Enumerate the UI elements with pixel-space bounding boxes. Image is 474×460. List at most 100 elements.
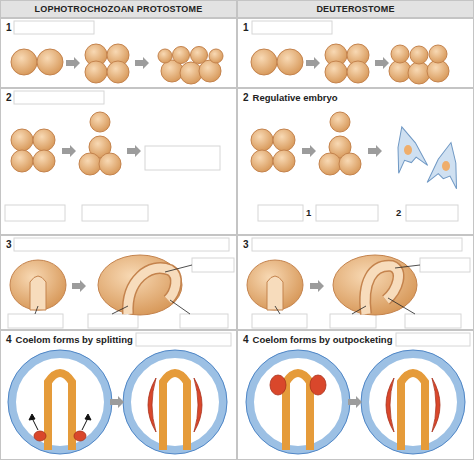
gastrula [30, 276, 46, 310]
leader-line [112, 306, 128, 314]
gastrula [128, 268, 176, 314]
column-header: DEUTEROSTOME [237, 0, 474, 18]
stage-panel: 3 [0, 235, 237, 330]
label-blank [145, 146, 220, 170]
stage-arrow [110, 396, 362, 408]
label-blank [420, 258, 470, 272]
label-blank [406, 205, 458, 221]
leader-line [35, 265, 420, 314]
movement-arrow [29, 414, 91, 430]
label-blank [192, 258, 234, 272]
embryo-cell [410, 46, 428, 64]
embryo-cell [251, 129, 273, 151]
stage-panel: 1 [0, 18, 237, 88]
label-blank [396, 333, 470, 346]
stage-arrow [306, 57, 320, 69]
leader-line [275, 306, 280, 314]
coelom-pocket [310, 375, 326, 395]
step-number: 4 [6, 334, 12, 345]
embryo-ring-edge [123, 350, 227, 454]
embryo-cell [429, 45, 447, 63]
label-blank [252, 21, 332, 34]
embryo-cell [158, 49, 172, 63]
stage-panel: 2 [0, 88, 237, 235]
label-blank [405, 314, 461, 328]
stage-panel: 2 Regulative embryo [237, 88, 474, 235]
embryo-cell [347, 61, 369, 83]
gastrula [365, 266, 398, 314]
larva-shape [404, 145, 412, 155]
stage-arrow [66, 57, 80, 69]
embryo-cell [11, 44, 449, 84]
embryo-cell [33, 129, 55, 151]
step-caption: Coelom forms by outpocketing [253, 334, 393, 345]
embryo-ring [250, 354, 346, 450]
step-caption: Regulative embryo [253, 92, 338, 103]
coelom-pocket [386, 378, 394, 432]
embryo-cell [33, 150, 55, 172]
step-number: 2 [243, 92, 249, 103]
label-blank [14, 21, 332, 34]
larva-shape [442, 161, 450, 171]
stage-arrow [72, 280, 324, 292]
embryo-cell [391, 45, 409, 63]
embryo-ring [12, 354, 108, 450]
header-text: LOPHOTROCHOZOAN PROTOSTOME [35, 4, 203, 14]
stage-arrow [375, 57, 389, 69]
embryo-cell [107, 61, 129, 83]
stage-arrow [62, 145, 76, 157]
embryo-cell [277, 49, 303, 75]
leader-line [35, 306, 38, 314]
gastrula [365, 266, 398, 314]
gastrula [128, 268, 176, 314]
callout-number: 2 [396, 207, 401, 219]
gut-tube [286, 373, 310, 450]
stage-panel: 4Coelom forms by outpocketing [237, 330, 474, 460]
gastrula [267, 276, 283, 310]
embryo-cell [191, 47, 208, 64]
coelom-pocket [194, 378, 202, 432]
embryo-cell [79, 153, 101, 175]
leader-line [388, 298, 415, 314]
label-blank [180, 314, 228, 328]
label-blank [88, 314, 138, 328]
embryo-cell [339, 153, 361, 175]
stage-arrow [302, 145, 316, 157]
step-number: 3 [6, 239, 12, 250]
stage-panel: 3 [237, 235, 474, 330]
gut-tube [401, 373, 425, 450]
embryo-ring-edge [8, 350, 112, 454]
coelom-pocket [270, 375, 286, 395]
gastrula [98, 255, 182, 315]
embryo-cell [330, 112, 350, 132]
stage-arrow [110, 396, 124, 408]
label-blank [136, 333, 470, 346]
embryo-cell [173, 47, 190, 64]
movement-arrow [29, 414, 35, 420]
coelom-pocket [432, 378, 440, 432]
embryo-cell [11, 129, 33, 151]
stage-panel: 4 Coelom forms by splitting [0, 330, 237, 460]
gastrula [10, 260, 66, 310]
label-blank [14, 91, 104, 104]
callout-number: 1 [306, 207, 311, 219]
gastrula [333, 255, 417, 315]
stage-arrow [62, 145, 382, 157]
step-caption: Coelom forms by splitting [16, 334, 133, 345]
label-blank [252, 314, 307, 328]
embryo-cell [85, 61, 107, 83]
embryo-ring [365, 354, 461, 450]
label-blank [8, 314, 63, 328]
stage-arrow [310, 280, 324, 292]
label-blank [258, 205, 303, 221]
step-number: 3 [243, 239, 249, 250]
gut-tube [48, 373, 72, 450]
label-blank [136, 333, 231, 346]
stage-arrow [72, 280, 86, 292]
label-blank [14, 238, 229, 251]
label-blank [330, 314, 376, 328]
larva-shape [387, 123, 465, 189]
stage-arrow [66, 57, 389, 69]
